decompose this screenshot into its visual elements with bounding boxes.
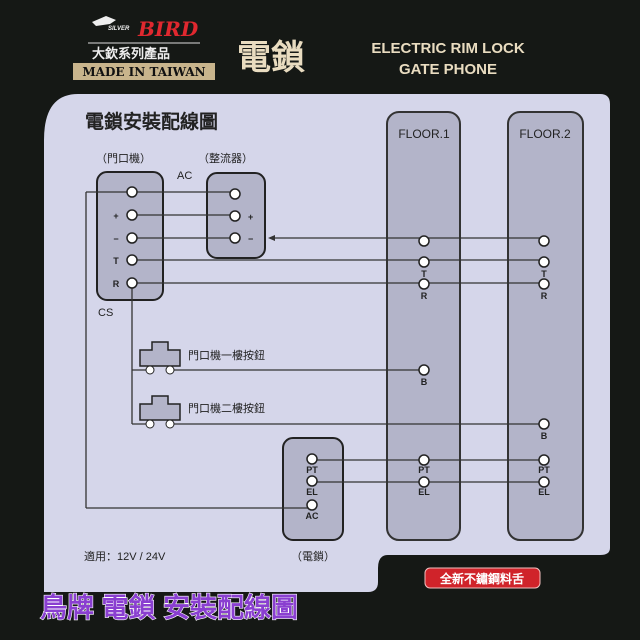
lock-label: （電鎖） [291, 549, 335, 563]
terminal-label: PT [538, 465, 550, 475]
floor2-label: FLOOR.2 [519, 127, 571, 141]
terminal [538, 278, 550, 290]
terminal-label: EL [418, 487, 430, 497]
terminal [126, 277, 138, 289]
terminal [418, 256, 430, 268]
floor1-unit [386, 111, 461, 541]
footer-title: 鳥牌 電鎖 安裝配線圖 [40, 592, 298, 623]
terminal [306, 499, 318, 511]
terminal-label: PT [418, 465, 430, 475]
terminal [306, 453, 318, 465]
terminal-label: − [113, 234, 118, 244]
series-text: 大欽系列產品 [92, 46, 170, 62]
terminal [418, 476, 430, 488]
terminal-label: R [113, 279, 120, 289]
terminal [538, 418, 550, 430]
terminal [126, 254, 138, 266]
terminal [538, 454, 550, 466]
button-floor2 [139, 395, 181, 429]
terminal [229, 210, 241, 222]
terminal-label: R [421, 291, 428, 301]
button-floor1 [139, 341, 181, 375]
terminal-label: EL [538, 487, 550, 497]
terminal [418, 454, 430, 466]
diagram-title: 電鎖安裝配線圖 [85, 110, 218, 133]
badge-text: 全新不鏽鋼料舌 [439, 571, 524, 586]
brand-logo: SILVER BIRD 大欽系列產品 MADE IN TAIWAN [73, 16, 215, 80]
ac-label: AC [177, 170, 192, 182]
lock-box [282, 437, 344, 541]
terminal [229, 232, 241, 244]
voltage-text: 適用：12V / 24V [84, 549, 166, 563]
arrow-icon [268, 235, 275, 241]
terminal [126, 232, 138, 244]
diagram-panel [44, 94, 610, 592]
brand-small: SILVER [108, 26, 130, 32]
terminal [229, 188, 241, 200]
terminal [538, 476, 550, 488]
brand-large: BIRD [137, 17, 199, 41]
terminal-label: AC [306, 511, 319, 521]
terminal-label: B [541, 431, 548, 441]
terminal [126, 186, 138, 198]
title-cn: 電鎖 [237, 38, 305, 78]
terminal-label: T [421, 269, 427, 279]
terminal [418, 364, 430, 376]
terminal-label: + [113, 211, 118, 221]
rectifier-label: （整流器） [198, 151, 253, 165]
terminal-label: T [113, 256, 119, 266]
terminal [538, 256, 550, 268]
made-in-text: MADE IN TAIWAN [82, 65, 205, 79]
made-in-plate [73, 63, 215, 80]
terminal [306, 475, 318, 487]
button1-label: 門口機一樓按鈕 [188, 348, 265, 362]
terminal-label: − [248, 234, 253, 244]
terminal-label: R [541, 291, 548, 301]
title-en-line2: GATE PHONE [399, 61, 497, 78]
title-en-line1: ELECTRIC RIM LOCK [371, 40, 524, 57]
badge [424, 567, 541, 589]
wires [85, 191, 544, 509]
terminal-label: T [541, 269, 547, 279]
floor1-label: FLOOR.1 [398, 127, 450, 141]
terminals: + − T R + − T R B PT EL T R B PT EL PT EL AC [113, 186, 550, 521]
terminal-label: + [248, 212, 253, 222]
terminal [418, 278, 430, 290]
terminal-label: B [421, 377, 428, 387]
fox-icon [92, 16, 116, 26]
terminal-label: EL [306, 487, 318, 497]
terminal [538, 235, 550, 247]
button2-label: 門口機二樓按鈕 [188, 401, 265, 415]
floor2-unit [507, 111, 584, 541]
terminal [126, 209, 138, 221]
terminal-label: PT [306, 465, 318, 475]
cs-label: CS [98, 307, 113, 319]
door-unit-label: （門口機） [96, 151, 151, 165]
terminal [418, 235, 430, 247]
